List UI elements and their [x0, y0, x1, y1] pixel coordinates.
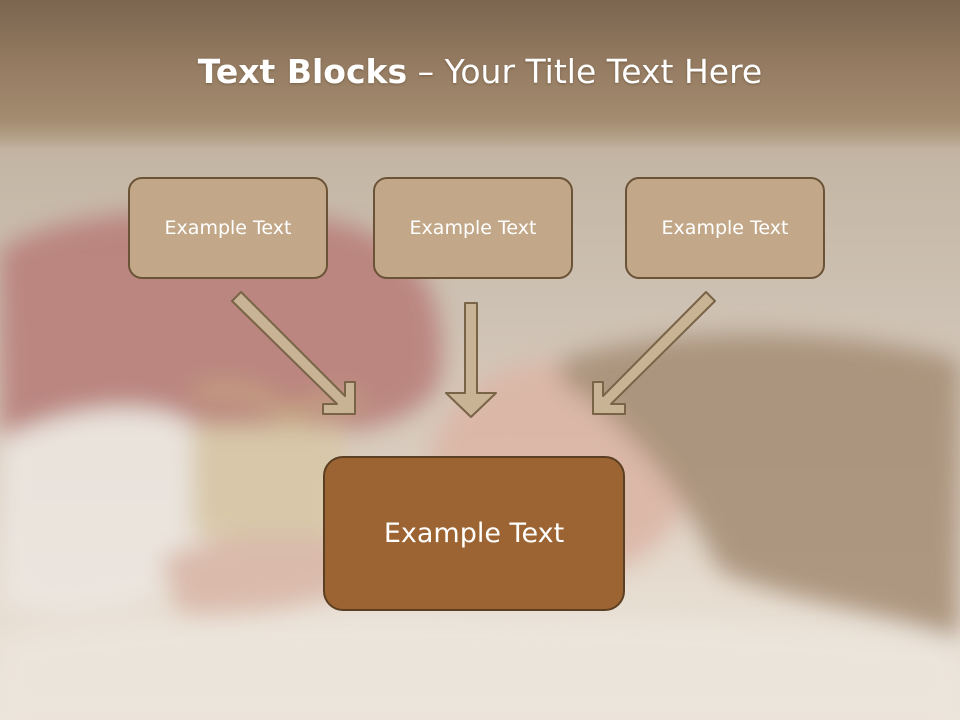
text-block-middle[interactable]: Example Text: [373, 177, 573, 279]
text-block-left[interactable]: Example Text: [128, 177, 328, 279]
text-block-center[interactable]: Example Text: [323, 456, 625, 611]
text-block-right[interactable]: Example Text: [625, 177, 825, 279]
text-block-center-label: Example Text: [383, 518, 565, 549]
text-block-middle-label: Example Text: [409, 217, 537, 239]
text-block-right-label: Example Text: [661, 217, 789, 239]
slide-title: Text Blocks – Your Title Text Here: [0, 52, 960, 91]
arrow-right: [592, 291, 716, 415]
title-bold: Text Blocks: [197, 52, 408, 91]
title-rest: – Your Title Text Here: [407, 52, 763, 91]
arrow-left: [231, 291, 356, 415]
arrow-middle: [445, 302, 497, 418]
header-band: [0, 0, 960, 150]
text-block-left-label: Example Text: [164, 217, 292, 239]
